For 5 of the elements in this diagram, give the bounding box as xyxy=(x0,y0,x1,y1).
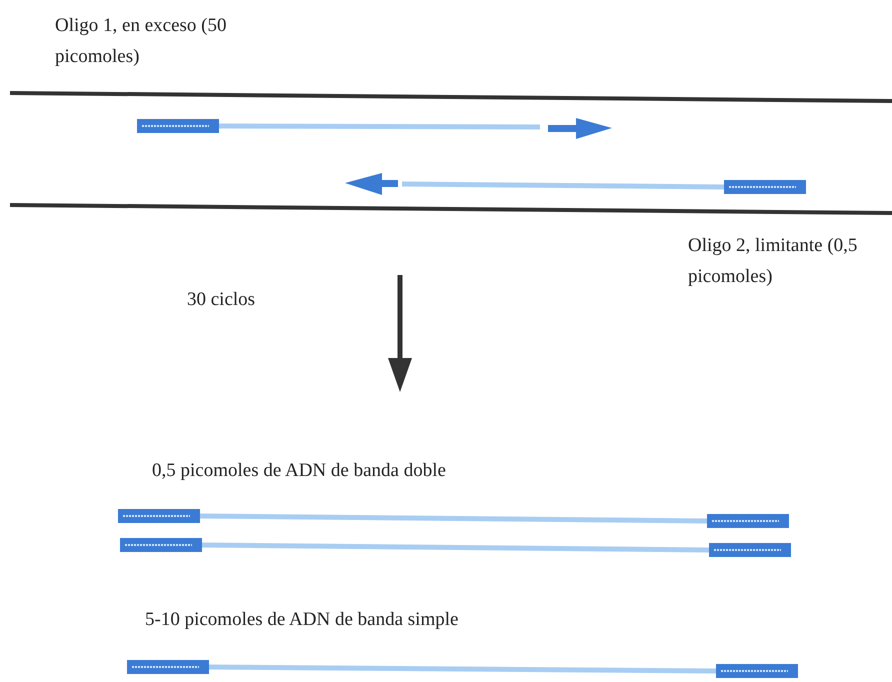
primer-label: Oligo 2, limitante (0,5 picomoles) xyxy=(688,234,858,289)
product-label: 0,5 picomoles de ADN de banda doble xyxy=(152,459,447,483)
product-label: 5-10 picomoles de ADN de banda simple xyxy=(145,608,460,632)
primer-label: Oligo 1, en exceso (50 picomoles) xyxy=(55,14,227,69)
cycle-label: 30 ciclos xyxy=(187,288,256,312)
